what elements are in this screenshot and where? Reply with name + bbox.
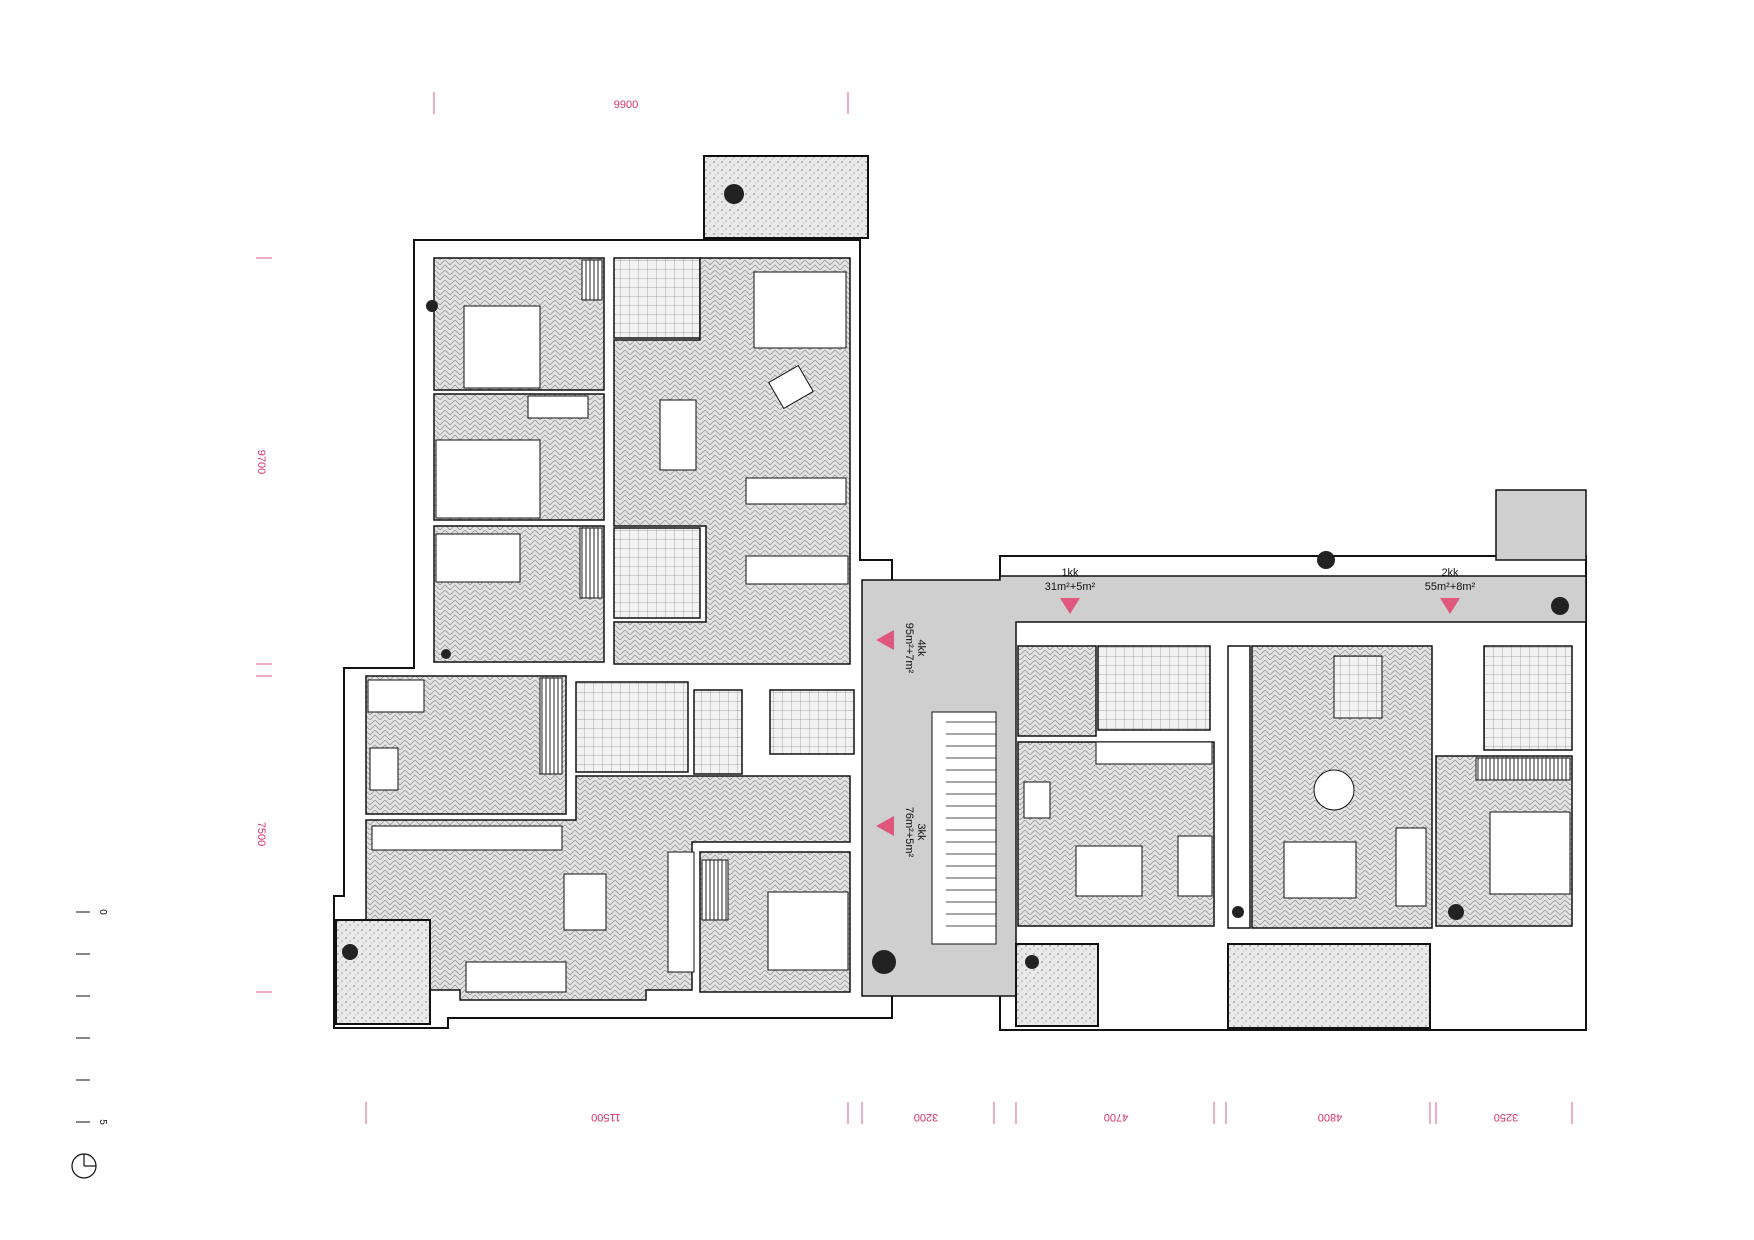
bathroom-3 (575, 681, 689, 773)
rug (1075, 845, 1143, 897)
sofa (1395, 827, 1427, 907)
kitchen-counter (745, 555, 849, 585)
storage (769, 689, 855, 755)
sofa (1177, 835, 1213, 897)
stair-treads (946, 721, 996, 927)
bed (367, 679, 425, 713)
dim-bottom-2: 3200 (914, 1111, 938, 1123)
dining-table-round (1313, 769, 1355, 811)
bathroom-1kk (1097, 645, 1211, 731)
unit-area-2kk: 55m²+8m² (1425, 581, 1476, 593)
piano (527, 395, 589, 419)
kitchen-island (745, 477, 847, 505)
table (1023, 781, 1051, 819)
kitchenette (667, 851, 695, 973)
bed (767, 891, 849, 971)
bathroom-right (1483, 645, 1573, 751)
bed (1489, 811, 1571, 895)
unit-type-1kk: 1kk (1061, 567, 1079, 579)
sideboard (371, 825, 563, 851)
bed (463, 305, 541, 389)
rug (1283, 841, 1357, 899)
common-corridor (861, 489, 1587, 997)
unit-type-4kk: 4kk (915, 639, 927, 657)
sofa (465, 961, 567, 993)
dim-bottom-4: 4800 (1318, 1111, 1342, 1123)
staircase (931, 711, 997, 945)
unit-area-4kk: 95m²+7m² (903, 623, 915, 674)
scale-end: 5 (97, 1119, 108, 1125)
desk (369, 747, 399, 791)
bathroom-2 (613, 527, 701, 619)
wardrobe (581, 259, 603, 301)
plant-icon (342, 184, 1569, 974)
living-1kk (1017, 741, 1215, 927)
scale-bar (76, 911, 90, 1123)
corridor-floor (861, 575, 1587, 997)
dimension-lines (256, 92, 1573, 1124)
bed (435, 439, 541, 519)
armchair (768, 364, 814, 410)
wardrobe (1475, 757, 1571, 781)
entrance-marker-4kk (876, 630, 894, 650)
bed (435, 533, 521, 583)
kitchen-strip (1227, 645, 1251, 929)
dining-table (659, 399, 697, 471)
label-4kk: 4kk 95m²+7m² (903, 623, 927, 674)
bathroom-1 (613, 257, 701, 339)
unit-1kk (1015, 645, 1215, 1027)
dim-left-lower: 7500 (255, 822, 267, 846)
wardrobe (579, 527, 603, 599)
unit-4kk (433, 155, 869, 665)
dim-bottom-1: 11500 (591, 1111, 621, 1123)
unit-type-2kk: 2kk (1441, 567, 1459, 579)
unit-area-1kk: 31m²+5m² (1045, 581, 1096, 593)
label-3kk: 3kk 76m²+5m² (903, 807, 927, 858)
bathroom-2kk (1333, 655, 1383, 719)
dim-left-upper: 9700 (255, 450, 267, 474)
gallery-railing (1495, 489, 1587, 561)
dim-bottom-5: 3250 (1494, 1111, 1518, 1123)
balcony-2kk (1227, 943, 1431, 1029)
kitchen-counter (1095, 741, 1213, 765)
dim-top: 9900 (614, 99, 638, 111)
entrance-marker-1kk (1060, 598, 1080, 614)
entrance-marker-3kk (876, 816, 894, 836)
wardrobe (701, 859, 729, 921)
wardrobe (539, 677, 563, 775)
balcony-left (335, 919, 431, 1025)
sofa (753, 271, 847, 349)
dining-table (563, 873, 607, 931)
dim-bottom-3: 4700 (1104, 1111, 1128, 1123)
unit-3kk (335, 675, 855, 1025)
scale-start: 0 (97, 909, 108, 915)
unit-type-3kk: 3kk (915, 823, 927, 841)
unit-2kk (1227, 645, 1573, 1029)
north-arrow-icon (71, 1153, 97, 1179)
wc (693, 689, 743, 775)
hall-1kk (1017, 645, 1097, 737)
entrance-marker-2kk (1440, 598, 1460, 614)
unit-markers (876, 598, 1460, 836)
unit-area-3kk: 76m²+5m² (903, 807, 915, 858)
